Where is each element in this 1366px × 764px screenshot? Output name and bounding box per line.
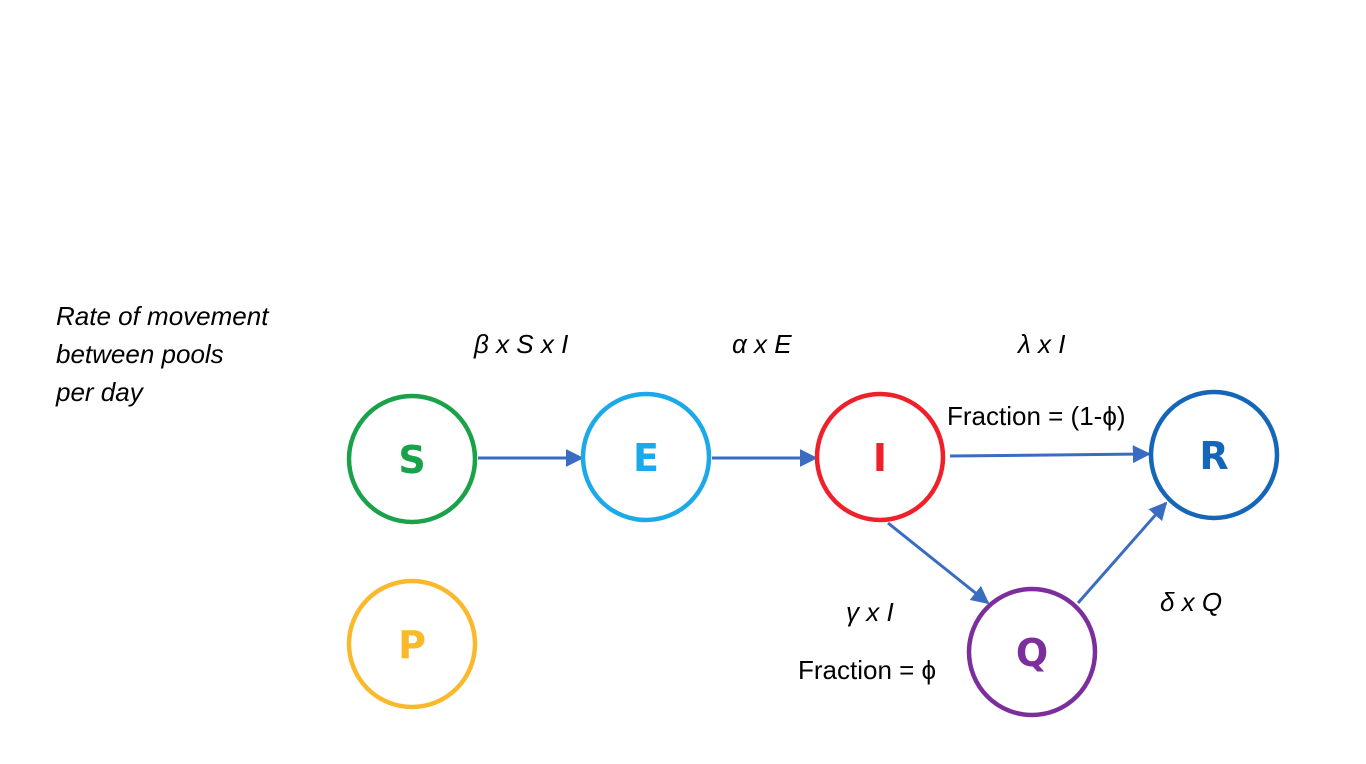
node-q-label: Q (1016, 631, 1048, 675)
caption-line-3: per day (55, 377, 145, 407)
node-p-label: P (398, 623, 426, 667)
node-s-label: S (398, 438, 425, 482)
node-i-circle (814, 391, 946, 523)
node-r-circle (1148, 389, 1280, 521)
node-i-label: I (873, 436, 887, 480)
rate-label-i-to-q: γ x I (846, 597, 894, 627)
node-s: S (346, 393, 478, 525)
node-q-circle (966, 586, 1098, 718)
node-r-label: R (1199, 434, 1228, 478)
node-i: I (814, 391, 946, 523)
fraction-label-i-to-q: Fraction = ϕ (798, 655, 936, 685)
fraction-label-i-to-r: Fraction = (1-ϕ) (947, 401, 1126, 431)
node-r: R (1148, 389, 1280, 521)
rate-label-s-to-e: β x S x I (473, 329, 568, 359)
node-q: Q (966, 586, 1098, 718)
node-e-label: E (633, 436, 659, 480)
caption-line-1: Rate of movement (56, 301, 270, 331)
caption-line-2: between pools (56, 339, 224, 369)
node-e-circle (580, 391, 712, 523)
rate-label-q-to-r: δ x Q (1160, 587, 1222, 617)
arrow-i-to-q (887, 521, 990, 605)
node-p: P (346, 578, 478, 710)
rate-label-e-to-i: α x E (732, 329, 792, 359)
node-s-circle (346, 393, 478, 525)
rate-label-i-to-r: λ x I (1016, 329, 1065, 359)
node-p-circle (346, 578, 478, 710)
node-e: E (580, 391, 712, 523)
arrow-i-to-r (949, 445, 1151, 464)
arrow-q-to-r (1076, 501, 1168, 604)
